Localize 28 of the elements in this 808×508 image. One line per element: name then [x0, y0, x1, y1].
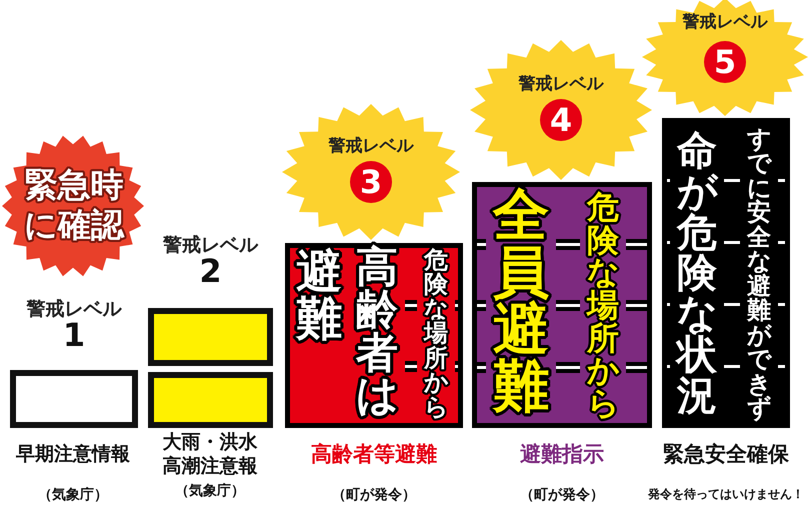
level-name: 緊急安全確保: [662, 442, 790, 466]
level-panel: [285, 243, 463, 428]
level-name: 早期注意情報: [15, 442, 131, 466]
badge-text: 緊急時に確認: [23, 165, 125, 245]
vertical-text: 避難: [294, 245, 343, 345]
level-name: 高齢者等避難: [310, 442, 438, 466]
starburst-badge: [282, 104, 460, 240]
vertical-text: 命が危険な状況: [674, 128, 720, 420]
vertical-text: 危険な場所から: [585, 188, 621, 422]
level-panel: [472, 182, 652, 428]
vertical-text: 全員避難: [492, 184, 550, 418]
issuer-note: （町が発令）: [519, 486, 605, 504]
vertical-text: すでに安全な避難ができず: [746, 124, 773, 424]
issuer-note: （気象庁）: [174, 482, 246, 500]
starburst-badge: [2, 135, 144, 277]
level-name: 大雨・洪水高潮注意報: [162, 430, 258, 478]
level-name: 避難指示: [519, 442, 605, 466]
issuer-note: 発令を待ってはいけません！: [646, 486, 805, 503]
issuer-note: （気象庁）: [37, 486, 109, 504]
vertical-text: 危険な場所から: [422, 245, 450, 422]
starburst-badge: [470, 40, 652, 180]
vertical-text: 高齢者は: [354, 243, 400, 420]
level-heading: 警戒レベル: [517, 74, 605, 94]
issuer-note: （町が発令）: [331, 486, 417, 504]
level-heading: 警戒レベル: [681, 12, 769, 32]
level-panel: [662, 118, 790, 428]
level-heading: 警戒レベル: [327, 136, 415, 156]
starburst-badge: [642, 0, 808, 116]
